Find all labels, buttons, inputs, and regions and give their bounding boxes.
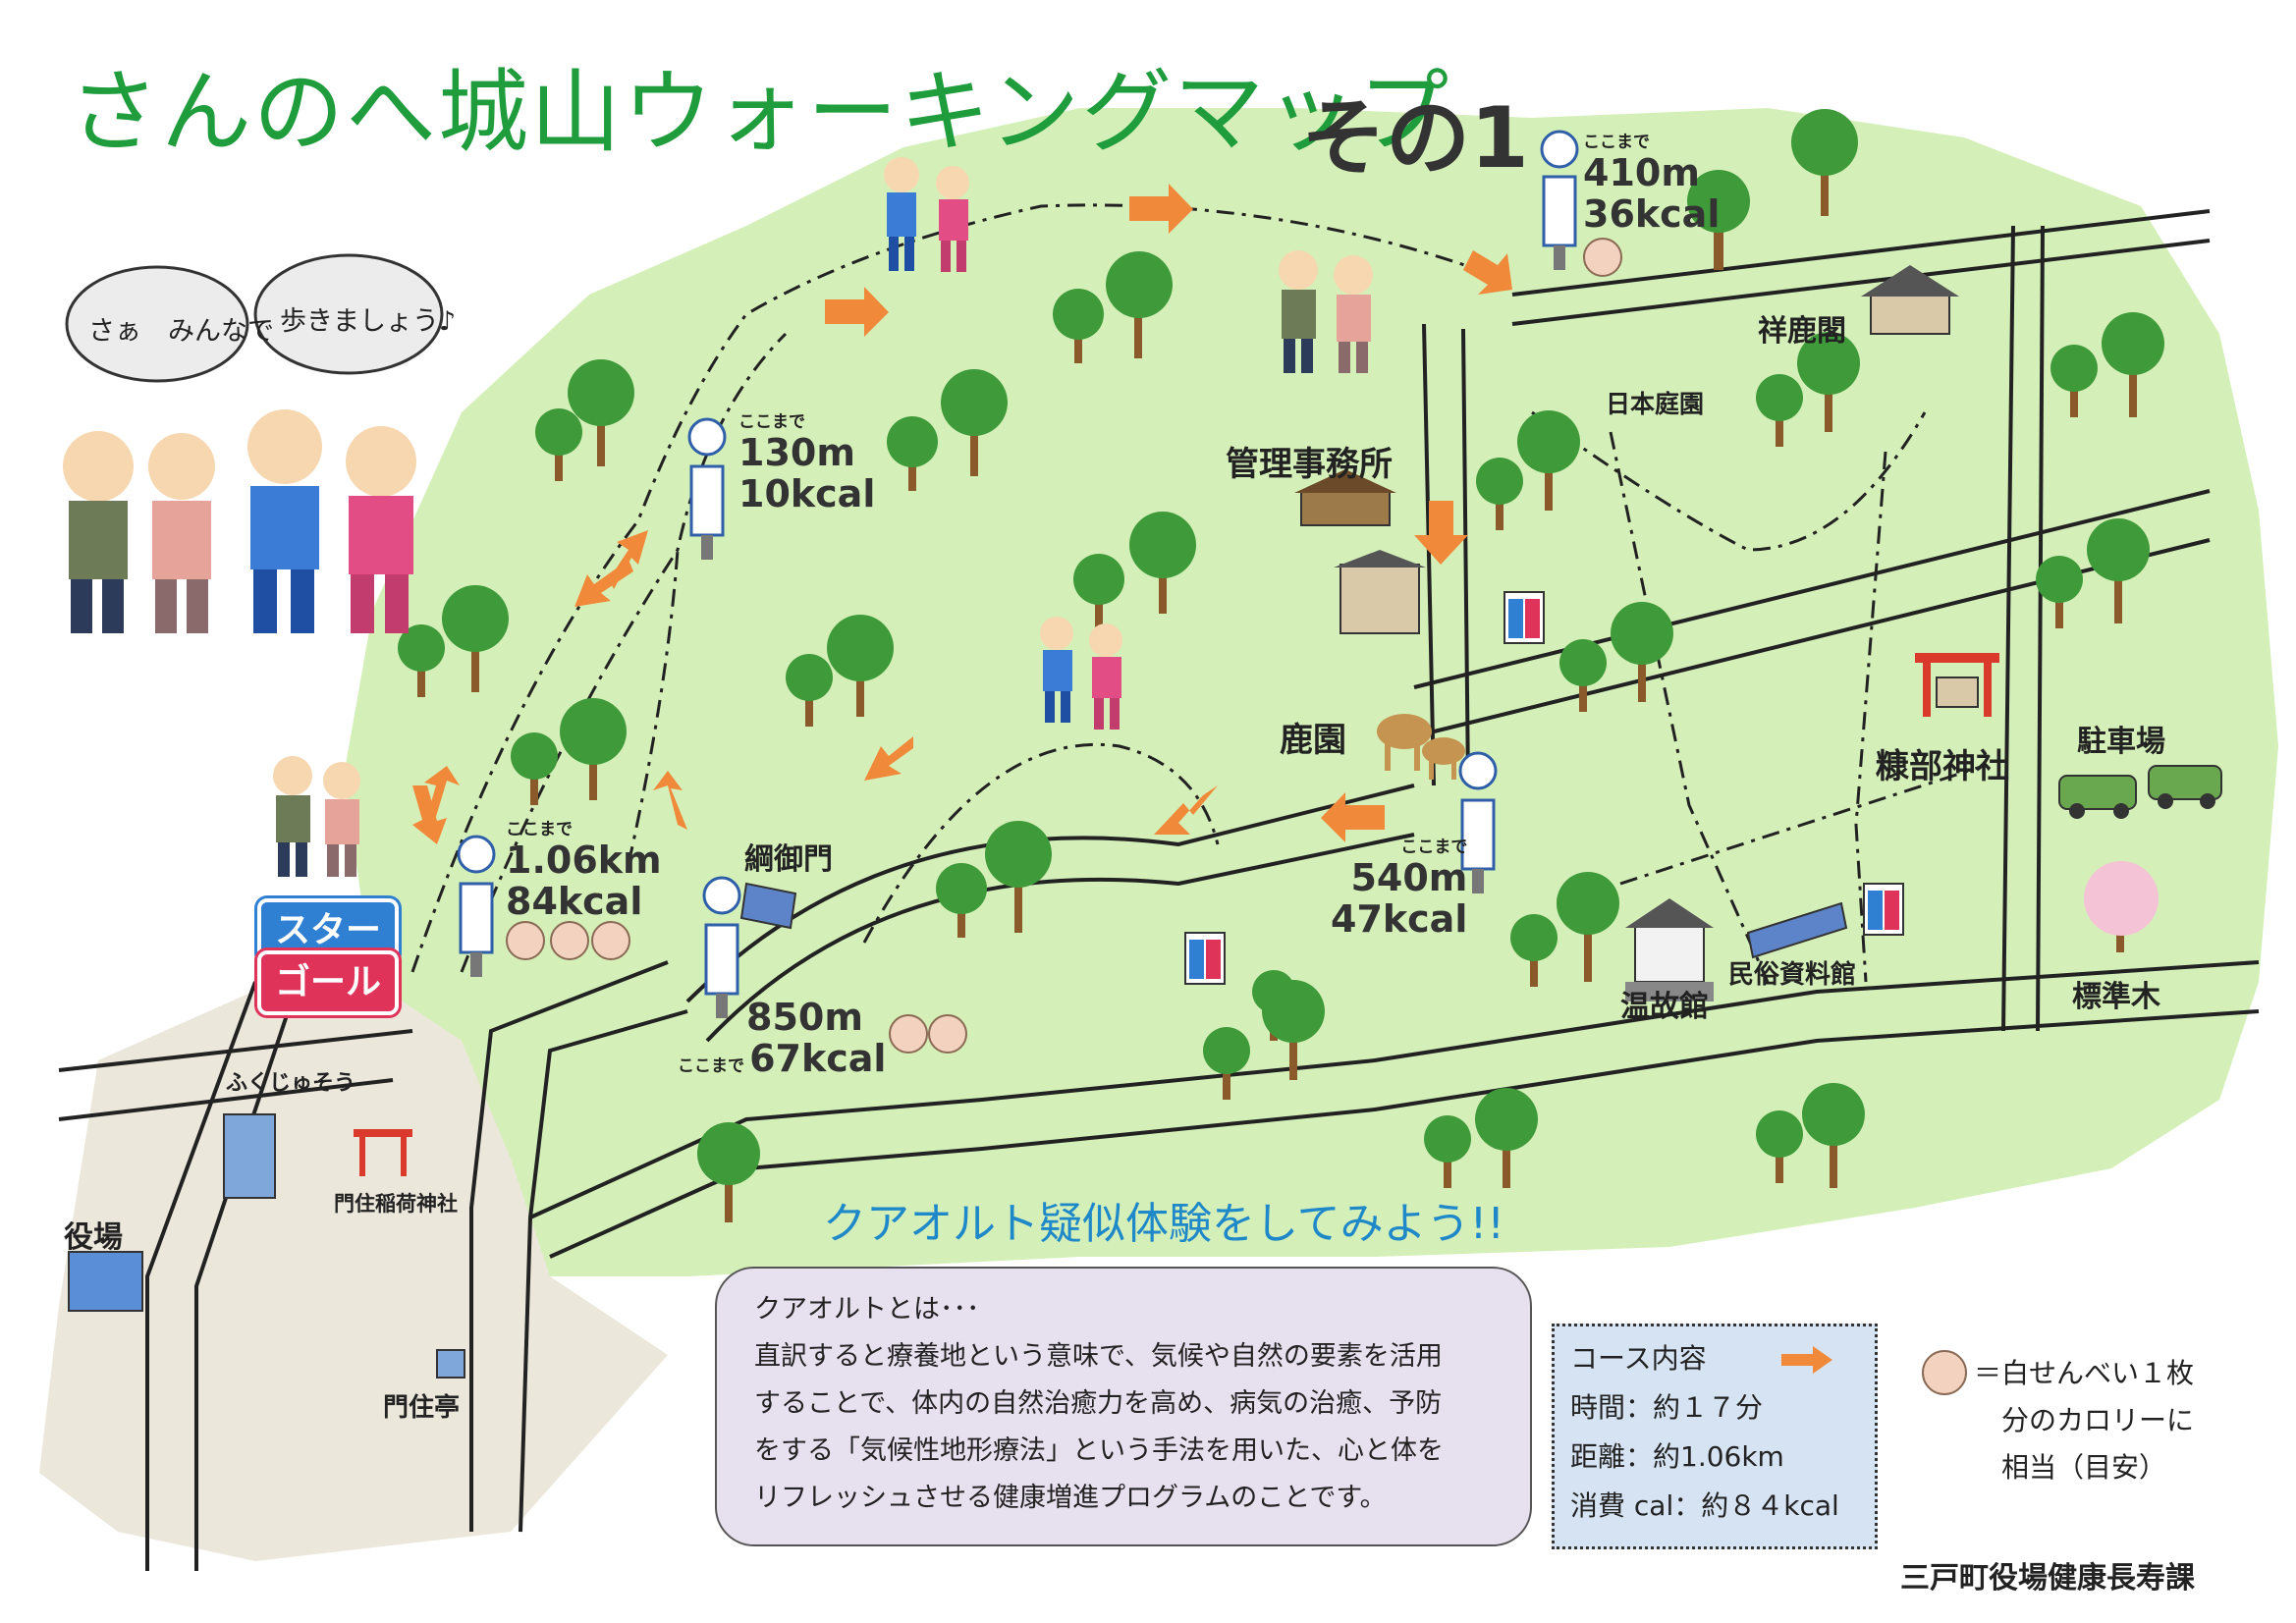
info-line: クアオルトとは･･･ xyxy=(754,1294,980,1325)
place-onko: 温故館 xyxy=(1620,990,1709,1024)
place-office: 管理事務所 xyxy=(1226,445,1393,484)
shokaku-building xyxy=(1861,265,1959,335)
map-subtitle: その1 xyxy=(1301,89,1529,188)
checkpoint-prefix: ここまで xyxy=(1583,133,1650,152)
place-shokaku: 祥鹿閣 xyxy=(1758,314,1846,349)
checkpoint-540m: ここまで 540m 47kcal xyxy=(1331,833,1467,940)
checkpoint-distance: 540m xyxy=(1350,856,1468,899)
info-line: リフレッシュさせる健康増進プログラムのことです。 xyxy=(754,1483,1387,1513)
checkpoint-kcal: 67kcal xyxy=(749,1037,887,1080)
course-calories: 消費 cal：約８４kcal xyxy=(1570,1489,1839,1522)
checkpoint-kcal: 47kcal xyxy=(1331,897,1468,941)
course-heading-text: コース内容 xyxy=(1570,1342,1707,1375)
checkpoint-prefix: ここまで xyxy=(506,820,573,839)
checkpoint-prefix: ここまで xyxy=(678,1056,744,1076)
checkpoint-kcal: 84kcal xyxy=(506,880,643,923)
course-box: コース内容 時間：約１７分 距離：約1.06km 消費 cal：約８４kcal xyxy=(1552,1324,1878,1549)
course-time: 時間：約１７分 xyxy=(1570,1391,1764,1424)
info-line: 直訳すると療養地という意味で、気候や自然の要素を活用 xyxy=(754,1341,1443,1372)
kurort-heading: クアオルト疑似体験をしてみよう!! xyxy=(823,1199,1504,1249)
place-shrine: 糠部神社 xyxy=(1876,747,2009,786)
checkpoint-1-06km: ここまで 1.06km 84kcal xyxy=(506,815,662,922)
checkpoint-410m: ここまで 410m 36kcal xyxy=(1583,128,1720,235)
checkpoint-kcal: 10kcal xyxy=(738,472,876,515)
info-line: することで、体内の自然治癒力を高め、病気の治癒、予防 xyxy=(754,1388,1443,1419)
course-heading: コース内容 xyxy=(1570,1334,1859,1383)
checkpoint-distance: 1.06km xyxy=(506,839,662,882)
info-line: をする「気候性地形療法」という手法を用いた、心と体を xyxy=(754,1435,1444,1466)
place-gate: 綱御門 xyxy=(744,842,833,877)
footer-org: 三戸町役場健康長寿課 xyxy=(1900,1561,2195,1596)
checkpoint-distance: 130m xyxy=(738,431,855,474)
goal-label: ゴール xyxy=(257,950,399,1015)
bubble-left-text: さぁ みんなで xyxy=(88,316,274,347)
place-fukuju: ふくじゅそう xyxy=(226,1071,356,1096)
place-town-hall: 役場 xyxy=(64,1220,123,1255)
kurort-info-box: クアオルトとは･･･ 直訳すると療養地という意味で、気候や自然の要素を活用 する… xyxy=(715,1267,1532,1546)
legend-line: 相当（目安） xyxy=(2001,1451,2167,1484)
checkpoint-kcal: 36kcal xyxy=(1583,192,1721,236)
checkpoint-prefix: ここまで xyxy=(738,412,805,432)
checkpoint-distance: 850m xyxy=(746,996,863,1039)
place-garden: 日本庭園 xyxy=(1606,390,1705,418)
legend-line: 分のカロリーに xyxy=(2001,1404,2195,1436)
checkpoint-130m: ここまで 130m 10kcal xyxy=(738,407,875,514)
place-parking: 駐車場 xyxy=(2077,725,2165,759)
checkpoint-850m: 850m ここまで 67kcal xyxy=(678,997,886,1079)
checkpoint-prefix: ここまで xyxy=(1400,838,1468,857)
place-deer-park: 鹿園 xyxy=(1280,721,1346,760)
bubble-right-text: 歩きましょう♪ xyxy=(280,306,457,337)
course-distance: 距離：約1.06km xyxy=(1570,1440,1784,1473)
place-folk: 民俗資料館 xyxy=(1728,960,1857,990)
legend-line: ＝白せんべい１枚 xyxy=(1974,1357,2195,1389)
place-inari: 門住稲荷神社 xyxy=(334,1192,458,1216)
place-kadozumi: 門住亭 xyxy=(383,1393,461,1423)
senbei-legend: ＝白せんべい１枚 分のカロリーに 相当（目安） xyxy=(1974,1350,2194,1491)
place-standard-tree: 標準木 xyxy=(2072,980,2160,1014)
map-title: さんのへ城山ウォーキングマップ xyxy=(69,60,1451,165)
arrow-icon xyxy=(1781,1346,1832,1374)
checkpoint-distance: 410m xyxy=(1583,151,1700,194)
